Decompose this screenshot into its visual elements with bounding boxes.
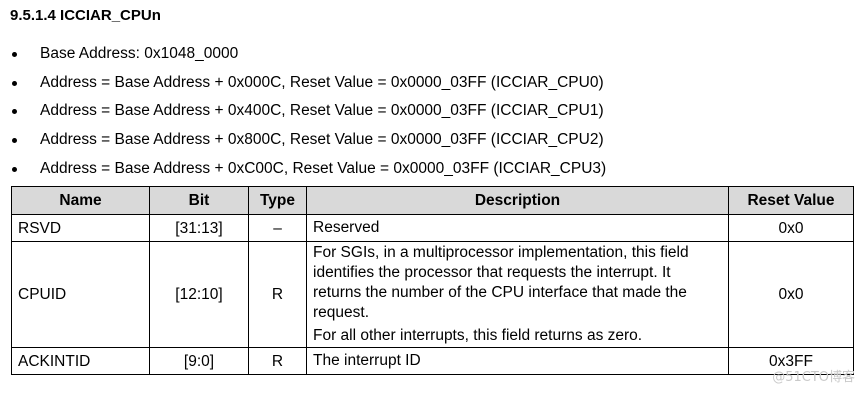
column-header-reset-value: Reset Value	[728, 186, 854, 215]
bullet-icon	[12, 109, 17, 115]
cell-bit: [9:0]	[149, 347, 249, 375]
cell-name: CPUID	[11, 241, 150, 348]
table-row: ACKINTID [9:0] R The interrupt ID 0x3FF	[11, 347, 854, 375]
description-text: Reserved	[313, 219, 380, 236]
bullet-icon	[12, 80, 17, 86]
description-text: The interrupt ID	[313, 352, 421, 369]
cell-bit: [31:13]	[149, 214, 249, 242]
cell-description: The interrupt ID	[306, 347, 729, 375]
table-row: CPUID [12:10] R For SGIs, in a multiproc…	[11, 241, 854, 348]
description-text: For all other interrupts, this field ret…	[313, 327, 643, 344]
watermark: @51CTO博客	[772, 370, 855, 385]
bullet-text: Address = Base Address + 0x800C, Reset V…	[40, 131, 604, 149]
column-header-type: Type	[248, 186, 307, 215]
cell-type: –	[248, 214, 307, 242]
table-header-row: Name Bit Type Description Reset Value	[11, 186, 854, 215]
cell-description: For SGIs, in a multiprocessor implementa…	[306, 241, 729, 348]
bullet-icon	[12, 52, 17, 57]
cell-description: Reserved	[306, 214, 729, 242]
column-header-name: Name	[11, 186, 150, 215]
register-field-table: Name Bit Type Description Reset Value RS…	[11, 186, 854, 375]
cell-type: R	[248, 241, 307, 348]
bullet-text: Address = Base Address + 0x000C, Reset V…	[40, 73, 604, 91]
description-text: For SGIs, in a multiprocessor implementa…	[313, 244, 689, 321]
cell-reset-value: 0x0	[728, 241, 854, 348]
bullet-text: Address = Base Address + 0xC00C, Reset V…	[40, 159, 607, 177]
cell-type: R	[248, 347, 307, 375]
bullet-icon	[12, 138, 17, 144]
table-row: RSVD [31:13] – Reserved 0x0	[11, 214, 854, 242]
bullet-text: Address = Base Address + 0x400C, Reset V…	[40, 102, 604, 120]
column-header-bit: Bit	[149, 186, 249, 215]
bullet-icon	[12, 166, 17, 172]
bullet-text: Base Address: 0x1048_0000	[40, 45, 239, 62]
column-header-description: Description	[306, 186, 729, 215]
section-title: 9.5.1.4 ICCIAR_CPUn	[10, 7, 161, 24]
cell-reset-value: 0x3FF	[728, 347, 854, 375]
cell-name: RSVD	[11, 214, 150, 242]
cell-name: ACKINTID	[11, 347, 150, 375]
cell-reset-value: 0x0	[728, 214, 854, 242]
cell-bit: [12:10]	[149, 241, 249, 348]
